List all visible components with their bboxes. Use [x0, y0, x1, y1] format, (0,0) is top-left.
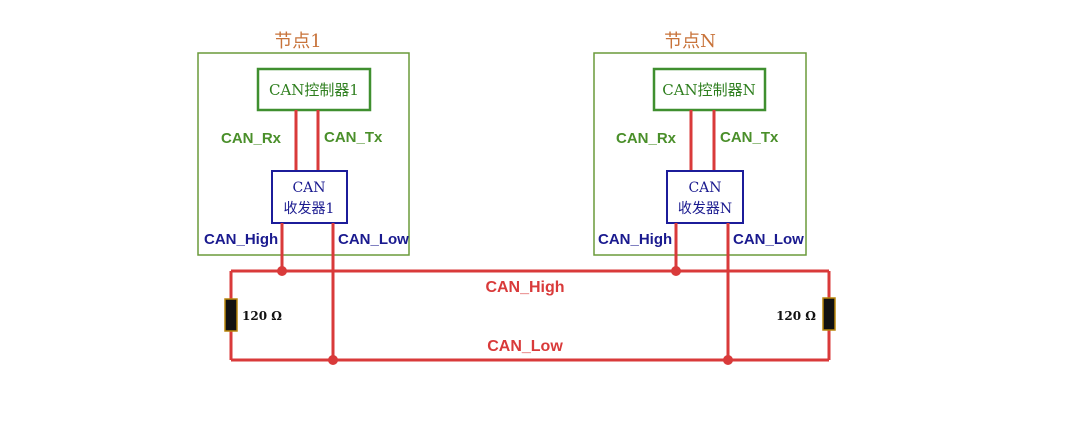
node-1-tx-label: CAN_Tx	[324, 129, 383, 146]
bus: CAN_High CAN_Low	[229, 269, 831, 362]
node-1-transceiver-line1: CAN	[292, 180, 325, 196]
left-resistor: 120 Ω	[224, 298, 282, 332]
node-1-low-label: CAN_Low	[338, 231, 409, 248]
node-n-transceiver-box	[666, 170, 744, 224]
node-1-controller-box	[256, 67, 372, 112]
right-resistor: 120 Ω	[776, 297, 836, 331]
node-1-controller-label: CAN控制器1	[269, 81, 359, 99]
node-n-title: 节点N	[664, 31, 716, 52]
node-drop-wires	[280, 223, 730, 360]
bus-high-label: CAN_High	[485, 279, 564, 296]
junction-dot	[723, 355, 733, 365]
node-1-rx-label: CAN_Rx	[221, 130, 282, 147]
node-n-controller-label: CAN控制器N	[662, 81, 756, 99]
node-1-frame	[197, 52, 410, 256]
junction-dot	[277, 266, 287, 276]
right-resistor-body	[822, 297, 836, 331]
node-1-title: 节点1	[274, 31, 321, 52]
node-n-controller-box	[652, 67, 767, 112]
right-resistor-label: 120 Ω	[776, 309, 816, 323]
node-n-transceiver-line2: 收发器N	[678, 201, 732, 217]
node-1-transceiver-box	[271, 170, 348, 224]
node-n-tx-label: CAN_Tx	[720, 129, 779, 146]
node-n-rx-label: CAN_Rx	[616, 130, 677, 147]
node-n: 节点N CAN控制器N CAN_Rx CAN_Tx CAN 收发器N CAN_H…	[593, 31, 807, 256]
junction-dot	[328, 355, 338, 365]
node-1-high-label: CAN_High	[204, 231, 278, 248]
left-resistor-body	[224, 298, 238, 332]
node-1-transceiver-line2: 收发器1	[284, 201, 335, 217]
junction-dot	[671, 266, 681, 276]
left-resistor-label: 120 Ω	[242, 309, 282, 323]
junctions	[277, 266, 733, 365]
node-n-low-label: CAN_Low	[733, 231, 804, 248]
node-n-transceiver-line1: CAN	[688, 180, 721, 196]
bus-low-label: CAN_Low	[487, 338, 563, 355]
node-n-high-label: CAN_High	[598, 231, 672, 248]
node-n-frame	[593, 52, 807, 256]
node-1: 节点1 CAN控制器1 CAN_Rx CAN_Tx CAN 收发器1 CAN_H…	[197, 31, 410, 256]
